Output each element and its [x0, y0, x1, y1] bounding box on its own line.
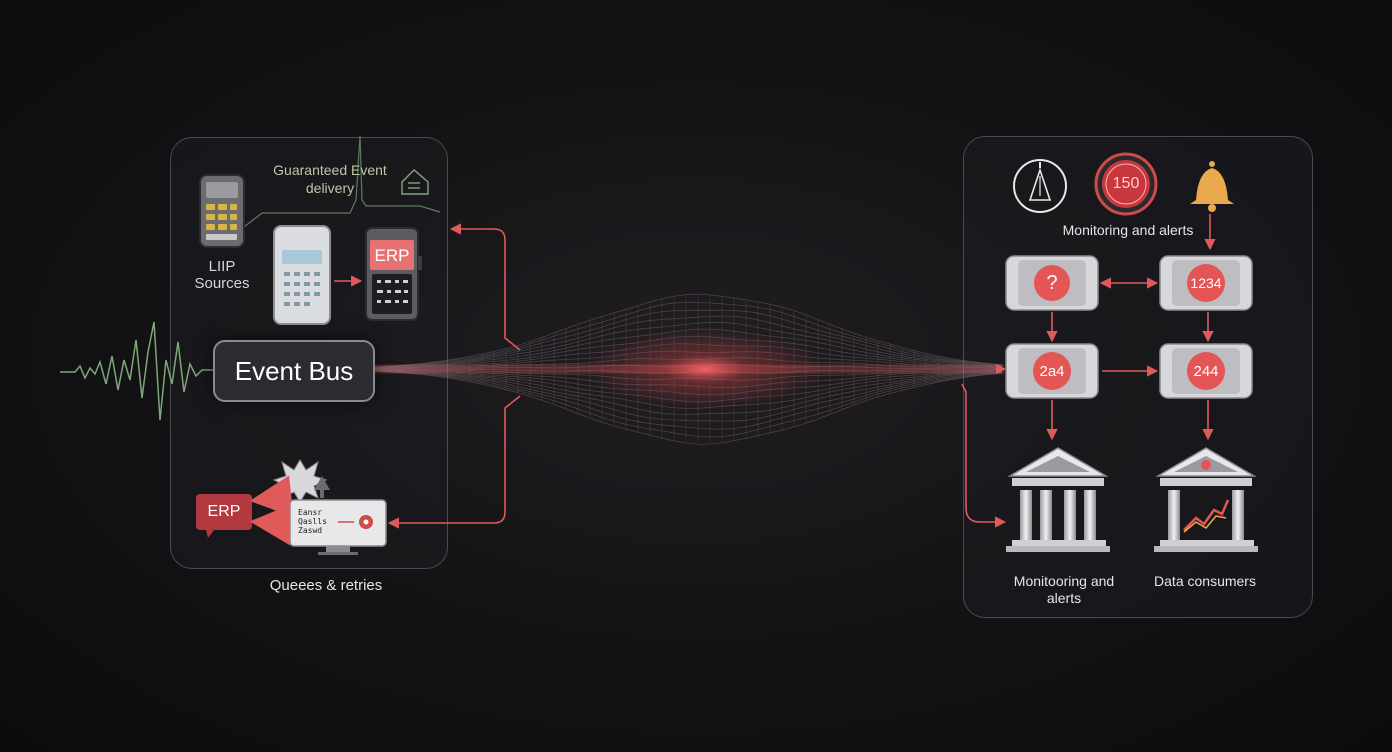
- retry-arrow-out: [249, 503, 294, 546]
- node-question: [1005, 255, 1099, 311]
- node-1234: [1159, 255, 1253, 311]
- monitoring-bottom-label: Monitooring and alerts: [1013, 573, 1115, 606]
- mesh-line: [371, 293, 1003, 368]
- signal-wave: [60, 321, 213, 421]
- gauge-icon: [1094, 152, 1158, 216]
- mesh-line: [371, 370, 1003, 438]
- node-2a4: [1005, 343, 1099, 399]
- node-244: [1159, 343, 1253, 399]
- bell-icon: [1190, 161, 1234, 212]
- mesh-line: [371, 309, 1003, 368]
- wave-mesh: [371, 293, 1003, 445]
- mesh-line: [371, 370, 1003, 445]
- delivery-icon: [401, 169, 429, 195]
- mesh-line: [371, 315, 1003, 368]
- guaranteed-delivery-label: Guaranteed Event delivery: [273, 162, 387, 196]
- erp-badge-bottom: [196, 494, 252, 538]
- mesh-line: [371, 370, 1003, 422]
- mesh-line: [371, 301, 1003, 368]
- tree-icon: [314, 476, 330, 498]
- handheld-device: [199, 174, 245, 248]
- delivery-connector: [243, 135, 441, 228]
- gauge-value: 150: [1112, 175, 1140, 192]
- bank-building-left: [1006, 447, 1110, 552]
- mesh-line: [371, 321, 1003, 369]
- retry-monitor: [289, 499, 387, 555]
- bus-to-top-connector: [449, 223, 521, 351]
- node-2a4-label: 2a4: [1039, 363, 1065, 380]
- mesh-line: [371, 369, 1003, 415]
- bus-to-queue-connector: [387, 395, 521, 529]
- compass-icon: [1013, 159, 1067, 213]
- erp-bottom-label: ERP: [207, 503, 241, 520]
- node-244-label: 244: [1193, 363, 1219, 380]
- node-1234-label: 1234: [1190, 275, 1222, 291]
- event-bus-label: Event Bus: [234, 355, 354, 386]
- mesh-line: [371, 370, 1003, 430]
- tablet-device: [273, 225, 331, 325]
- beam-arrow: [996, 364, 1006, 374]
- queues-label: Queees & retries: [269, 577, 383, 594]
- data-consumers-label: Data consumers: [1154, 573, 1256, 589]
- sources-label: LIIP Sources: [194, 258, 250, 292]
- event-bus-box[interactable]: Event Bus: [213, 340, 375, 402]
- erp-top-label: ERP: [374, 246, 410, 265]
- node-question-label: ?: [1046, 272, 1058, 294]
- monitoring-top-label: Monitoring and alerts: [1062, 222, 1194, 238]
- retry-screen-text: Eansr Qaslls Zaswd: [298, 508, 327, 535]
- bus-to-bank-connector: [961, 383, 1007, 528]
- erp-terminal-top: [365, 227, 422, 321]
- burst-icon: [272, 459, 328, 503]
- bank-building-right: [1154, 447, 1258, 552]
- retry-arrow-in: [249, 475, 294, 518]
